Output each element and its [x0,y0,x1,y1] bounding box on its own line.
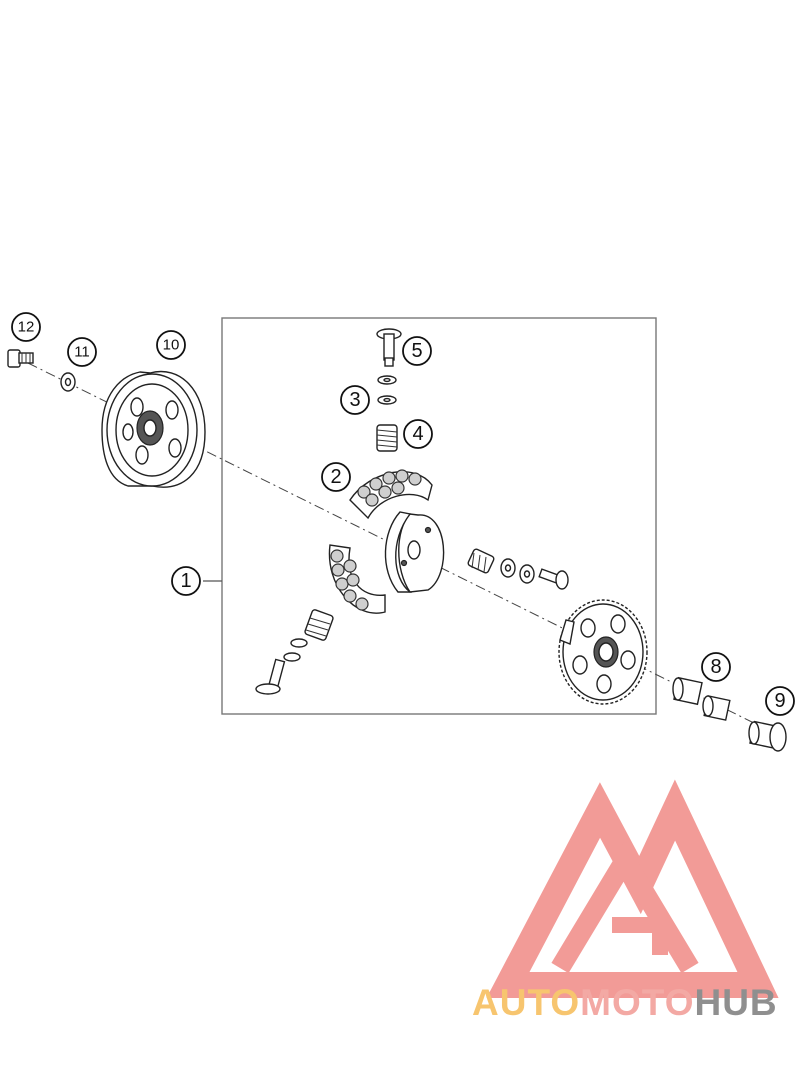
callout-3: 3 [340,385,370,415]
watermark-moto: MOTO [580,982,695,1023]
clutch-shoe-part-2-lower [328,544,386,614]
callout-1: 1 [171,566,201,596]
spring-part-4-right [467,548,495,574]
washer-part-11 [60,372,76,392]
washer-part-3-lower [283,638,308,662]
callout-11: 11 [67,337,97,367]
clutch-carrier [384,511,445,593]
bushing-part-8 [672,676,731,721]
clutch-drum-part-10 [101,370,206,488]
callout-3-label: 3 [349,389,360,411]
callout-8-label: 8 [710,656,721,678]
callout-9: 9 [765,686,795,716]
callout-4-label: 4 [412,423,423,445]
pin-part-5-right [538,568,569,590]
spring-part-4-lower [304,609,334,641]
callout-12-label: 12 [18,319,35,336]
sprocket-gear [558,599,648,705]
callout-11-label: 11 [74,344,90,361]
callout-10: 10 [156,330,186,360]
callout-12: 12 [11,312,41,342]
callout-10-label: 10 [163,337,180,354]
washer-part-3-top [377,375,397,405]
flanged-bushing-part-9 [748,720,787,752]
callout-5: 5 [402,336,432,366]
spring-part-4-top [376,424,398,452]
washer-part-3-right [500,558,535,584]
pin-part-5-top [376,328,402,367]
callout-2-label: 2 [330,466,341,488]
callout-2: 2 [321,462,351,492]
assembly-frame [221,317,657,715]
bolt-part-12 [7,349,34,368]
clutch-shoe-part-2-upper [349,469,433,520]
automotohub-logo-mark [486,779,779,998]
watermark-text: AUTOMOTOHUB [472,982,778,1024]
callout-4: 4 [403,419,433,449]
watermark-auto: AUTO [472,982,581,1023]
watermark-hub: HUB [694,982,778,1023]
callout-1-label: 1 [180,570,191,592]
pin-part-5-lower [255,658,286,695]
callout-5-label: 5 [411,340,422,362]
callout-8: 8 [701,652,731,682]
callout-9-label: 9 [774,690,785,712]
